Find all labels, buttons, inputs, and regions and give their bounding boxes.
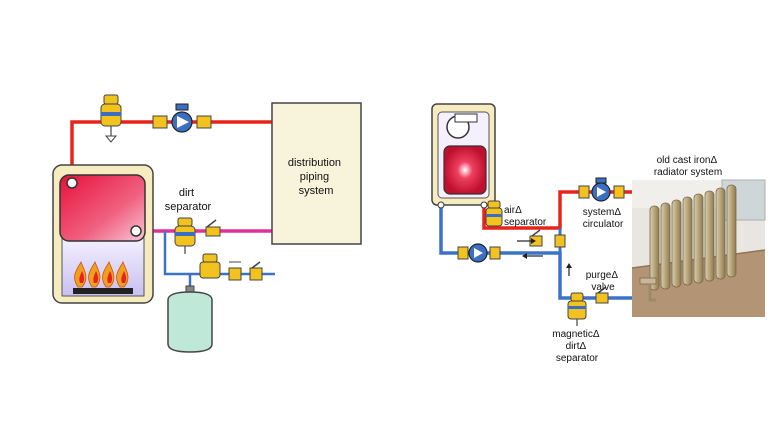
- boiler-port-right: [480, 201, 488, 209]
- system-circulator-label-1: systemΔ: [583, 207, 622, 218]
- flow-arrow-right: [517, 238, 536, 244]
- tank-valve-icon: [199, 253, 263, 281]
- svg-text:airΔ separator: airΔ separator: [504, 205, 547, 228]
- dirt-separator-label-2: separator: [165, 201, 212, 213]
- distribution-label-2: piping: [300, 171, 329, 183]
- return-port: [130, 225, 142, 237]
- circulator-pump-icon: [152, 103, 212, 133]
- return-circulator-icon: [457, 243, 501, 263]
- magnetic-label-3: separator: [556, 353, 599, 364]
- air-separator-right-icon: [485, 200, 503, 227]
- air-separator-label-1: airΔ: [504, 205, 522, 216]
- left-system: distribution piping system dirt separato…: [52, 94, 362, 353]
- right-system: airΔ separator: [431, 103, 766, 364]
- burner-flame-icon: [74, 261, 129, 288]
- radiator-valve: [648, 284, 656, 302]
- magnetic-dirt-separator-icon: [567, 292, 587, 326]
- radiator-pipe-left: [639, 277, 657, 285]
- radiator-fins: [649, 184, 737, 291]
- air-separator-label-2: separator: [504, 217, 547, 228]
- purge-valve-label-2: valve: [591, 282, 615, 293]
- radiator-label-2: radiator system: [654, 167, 722, 178]
- distribution-box: [271, 102, 362, 245]
- boiler-flue-pipe: [454, 113, 478, 123]
- svg-text:purgeΔ valve: purgeΔ valve: [586, 270, 621, 293]
- flow-arrow-up: [566, 263, 572, 276]
- magnetic-label-2: dirtΔ: [566, 341, 587, 352]
- burner-bar: [73, 288, 133, 294]
- heat-exchanger: [59, 174, 146, 242]
- magnetic-label-1: magneticΔ: [552, 329, 600, 340]
- svg-text:old cast ironΔ radiator: old cast ironΔ radiator system: [654, 155, 722, 178]
- supply-port: [66, 177, 78, 189]
- system-circulator-label-2: circulator: [583, 219, 624, 230]
- fire-chamber: [61, 237, 145, 297]
- junction-tee: [554, 234, 566, 248]
- air-separator-icon: [100, 94, 122, 143]
- distribution-label-3: system: [299, 185, 334, 197]
- system-circulator-icon: [578, 177, 625, 202]
- purge-valve-label-1: purgeΔ: [586, 270, 619, 281]
- purge-valve-icon: [595, 286, 609, 304]
- dirt-separator-label-1: dirt: [179, 187, 194, 199]
- junction-valve-icon: [529, 229, 543, 247]
- radiator-label-1: old cast ironΔ: [657, 155, 718, 166]
- dirt-separator-icon: [174, 217, 196, 254]
- svg-text:distribution piping: distribution piping system: [288, 157, 344, 197]
- boiler-port-left: [437, 201, 445, 209]
- flow-arrow-left: [522, 253, 543, 259]
- expansion-tank-icon: [167, 285, 213, 353]
- distribution-label-1: distribution: [288, 157, 341, 169]
- svg-text:dirt separator: dirt separator: [165, 187, 212, 213]
- modern-boiler-hx: [443, 145, 487, 195]
- svg-text:systemΔ circulator: systemΔ circulator: [583, 207, 624, 230]
- radiator-photo: [631, 179, 766, 317]
- ball-valve-icon: [205, 219, 221, 237]
- svg-text:magneticΔ dirtΔ se: magneticΔ dirtΔ separator: [552, 329, 602, 364]
